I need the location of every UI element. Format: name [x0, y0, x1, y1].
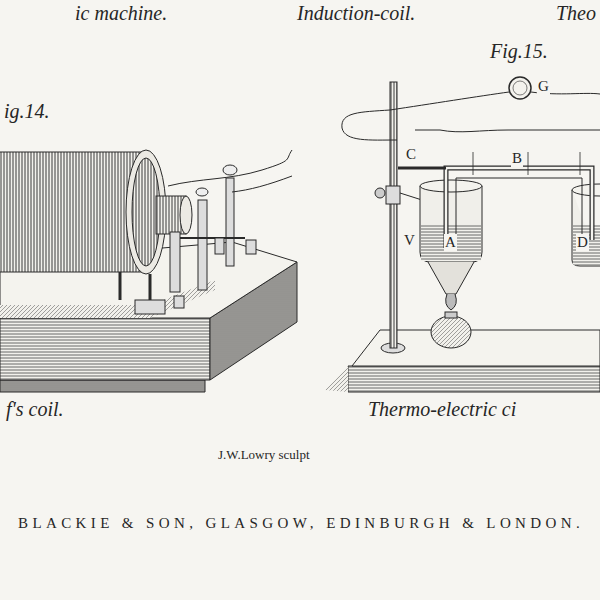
publisher-line: BLACKIE & SON, GLASGOW, EDINBURGH & LOND…	[18, 515, 584, 532]
base-shadow	[325, 366, 348, 392]
rod-clamp	[386, 186, 400, 204]
binding-screw	[174, 296, 184, 308]
bar-inner	[456, 178, 582, 248]
figure-caption: Fig.15.	[490, 40, 548, 62]
coil-base-front	[0, 318, 210, 380]
callout-letter: G	[537, 78, 550, 95]
stand-base-top	[352, 330, 600, 366]
ruhmkorff-coil	[0, 150, 297, 392]
bar-c	[398, 167, 446, 170]
callout-letter: B	[511, 150, 523, 167]
coil-support	[119, 272, 122, 300]
beaker	[572, 190, 600, 266]
engraver-credit: J.W.Lowry sculpt	[218, 448, 310, 462]
bar-b	[446, 168, 592, 248]
terminal-cap	[223, 165, 237, 175]
callout-letter: A	[444, 234, 457, 251]
galvanometer-dial	[513, 81, 527, 95]
commutator-bar	[180, 237, 245, 239]
lamp-wick	[445, 312, 457, 318]
beaker	[420, 186, 482, 262]
binding-screw	[246, 240, 256, 254]
clamp-screw	[375, 188, 385, 198]
liquid	[421, 225, 481, 261]
core-end	[180, 196, 192, 234]
flame	[446, 294, 457, 310]
galvanometer-wire	[415, 130, 600, 132]
funnel	[428, 262, 474, 294]
secondary-wire	[232, 176, 292, 192]
coil-shadow	[0, 280, 215, 318]
liquid	[573, 225, 600, 265]
galvanometer-wire	[342, 92, 509, 140]
coil-winding	[0, 152, 146, 272]
spirit-lamp	[431, 316, 471, 348]
galvanometer	[509, 77, 531, 99]
interrupter-post	[198, 200, 207, 290]
figure-caption: ig.14.	[4, 100, 50, 122]
figure-caption: ic machine.	[75, 2, 167, 24]
beaker-rim	[572, 184, 600, 196]
wire-drop	[473, 152, 580, 175]
beaker-rim	[420, 180, 482, 192]
figure-caption: Thermo-electric ci	[368, 398, 516, 420]
secondary-wire	[168, 150, 292, 186]
thermo-electric-circuit	[325, 77, 600, 392]
callout-letter: C	[405, 146, 417, 163]
retort-rod	[390, 82, 397, 348]
figure-caption: f's coil.	[6, 398, 64, 420]
interrupter-post	[170, 232, 180, 292]
terminal-cap	[196, 188, 208, 196]
figure-caption: Theo	[556, 2, 596, 24]
coil-plinth	[0, 380, 205, 392]
callout-letter: D	[576, 234, 589, 251]
callout-letter: V	[403, 232, 416, 249]
stand-base-front	[348, 366, 600, 392]
bar-b-inner	[446, 168, 592, 248]
terminal-post	[226, 178, 234, 266]
base-clamp	[135, 300, 165, 314]
coil-support	[149, 274, 152, 302]
figure-caption: Induction-coil.	[297, 2, 415, 24]
clamp-arm	[400, 193, 422, 200]
binding-screw	[215, 238, 224, 254]
